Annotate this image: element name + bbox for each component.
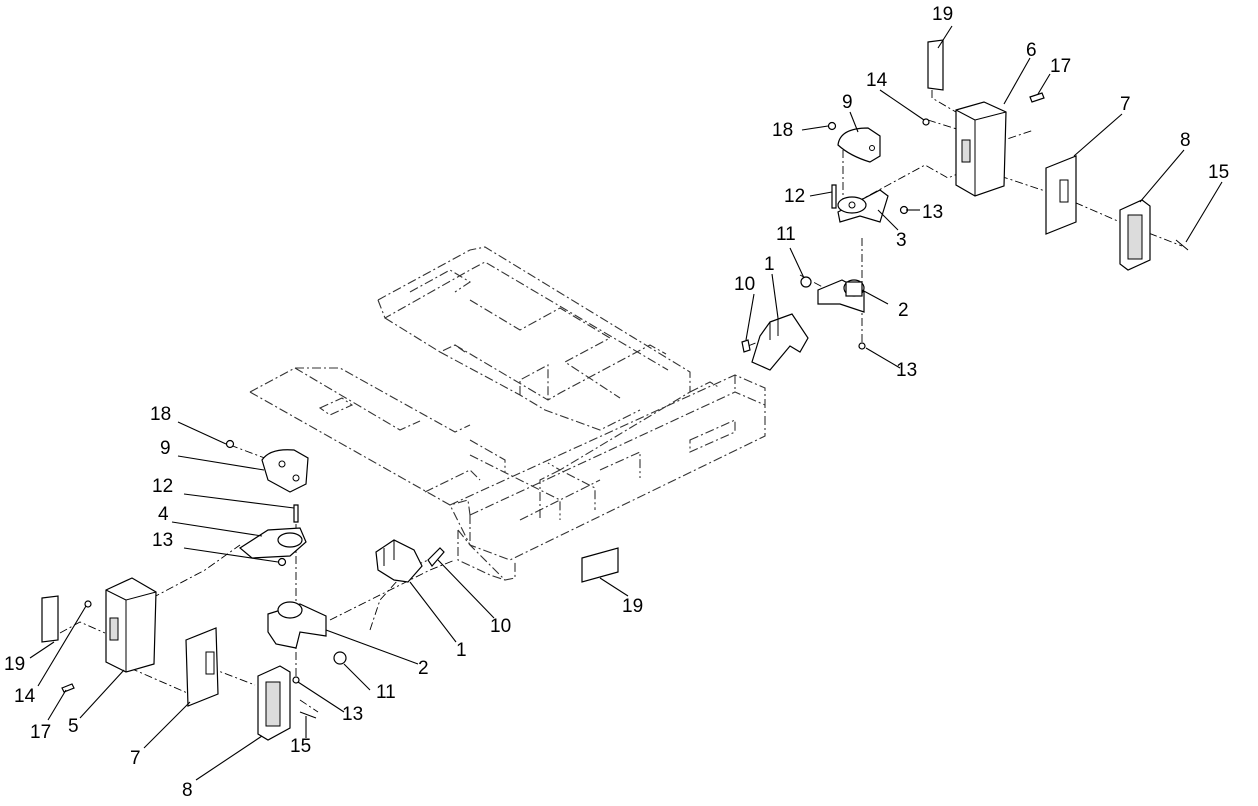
callout-11-left: 11	[376, 682, 396, 703]
callout-10-top: 10	[734, 274, 755, 295]
callout-18-left: 18	[150, 404, 171, 425]
nut-part-13-top-b	[858, 342, 866, 350]
callout-7-top: 7	[1120, 94, 1131, 115]
bracket-part-7-left	[185, 627, 219, 707]
callout-9-left: 9	[160, 438, 171, 459]
screw-part-15-left	[299, 711, 317, 719]
bracket-part-4-left	[238, 527, 307, 559]
callout-2-left: 2	[418, 658, 429, 679]
screw-part-14-top	[922, 118, 930, 126]
callout-1-top: 1	[764, 254, 775, 275]
callout-8-top: 8	[1180, 130, 1191, 151]
bracket-part-1-left	[375, 539, 423, 583]
light-housing-part-5	[105, 577, 157, 673]
callout-13-top-a: 13	[922, 202, 943, 223]
lens-part-8-left	[257, 665, 291, 741]
decal-part-19-center	[581, 547, 619, 583]
callout-11-top: 11	[776, 224, 796, 245]
callout-19-center: 19	[622, 596, 643, 617]
screw-part-17-left	[61, 683, 75, 693]
nut-part-11-left	[333, 651, 347, 665]
callout-17-top: 17	[1050, 56, 1071, 77]
bracket-part-1-top	[751, 313, 809, 371]
cover-part-9-top	[837, 127, 881, 163]
bracket-part-3-top	[837, 189, 889, 223]
callout-8-left: 8	[182, 780, 193, 801]
bolt-part-12-left	[293, 504, 299, 523]
nut-part-18-left	[225, 439, 235, 449]
nut-part-18-top	[827, 121, 837, 131]
callout-14-left: 14	[14, 686, 36, 707]
nut-part-13-left-a	[277, 557, 287, 567]
screw-part-15-top	[1175, 239, 1189, 251]
lens-part-8-top	[1119, 199, 1151, 271]
callout-2-top: 2	[898, 300, 909, 321]
right-assembly	[741, 39, 1189, 371]
pivot-part-2-top	[817, 279, 865, 313]
left-assembly	[41, 439, 619, 741]
bolt-part-10-top	[741, 339, 751, 353]
assembly-center-lines	[59, 42, 1183, 713]
bolt-part-10-left	[427, 547, 445, 567]
cover-part-9-left	[261, 449, 309, 493]
callout-9-top: 9	[842, 92, 853, 113]
bracket-part-7-top	[1045, 155, 1077, 235]
callout-13-top-b: 13	[896, 360, 917, 381]
callout-4-left: 4	[158, 504, 169, 525]
callout-13-left: 13	[152, 530, 173, 551]
callout-18-top: 18	[772, 120, 793, 141]
callout-7-left: 7	[130, 748, 141, 769]
callout-14-top: 14	[866, 70, 888, 91]
callout-10-left: 10	[490, 616, 511, 637]
callout-5-left: 5	[68, 716, 79, 737]
machine-frame-outline	[249, 246, 766, 581]
screw-part-14-left	[84, 600, 92, 608]
callout-15-left: 15	[290, 736, 311, 757]
callout-numbers: 19 6 17 14 9 18 7 8 15 12 13 3 11 1 10 2…	[4, 4, 1229, 801]
callout-12-top: 12	[784, 186, 805, 207]
leader-lines	[29, 25, 1223, 781]
callout-3: 3	[896, 230, 907, 251]
bolt-part-12-top	[831, 184, 837, 209]
light-housing-part-6	[955, 101, 1007, 197]
pivot-part-2-left	[267, 601, 327, 649]
callout-19-left: 19	[4, 654, 25, 675]
decal-part-19-left	[41, 595, 59, 643]
nut-part-13-left-b	[292, 676, 300, 684]
nut-part-11-top	[800, 276, 812, 288]
callout-12-left: 12	[152, 476, 173, 497]
callout-15-top: 15	[1208, 162, 1229, 183]
callout-13-left-b: 13	[342, 704, 363, 725]
decal-part-19-top	[927, 39, 944, 91]
callout-17-left: 17	[30, 722, 51, 743]
callout-6: 6	[1026, 40, 1037, 61]
screw-part-17-top	[1029, 92, 1045, 103]
callout-1-left: 1	[456, 640, 467, 661]
callout-19-top: 19	[932, 4, 953, 25]
